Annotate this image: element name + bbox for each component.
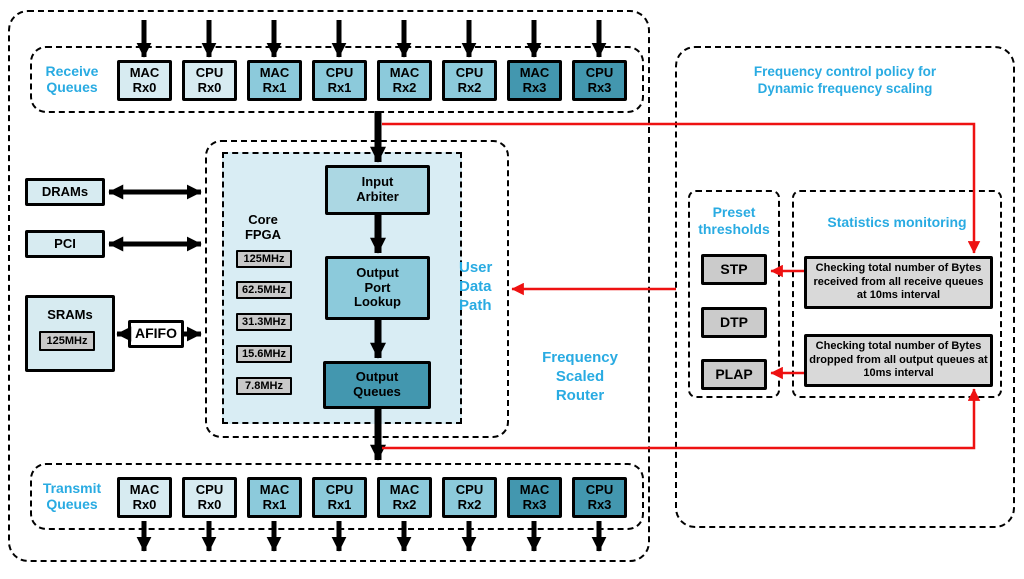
fpga-freq-125mhz: 125MHz	[236, 250, 292, 268]
bytes-dropped-check-box: Checking total number of Bytes dropped f…	[804, 334, 993, 387]
fpga-freq-62mhz: 62.5MHz	[236, 281, 292, 299]
frequency-scaled-router-region	[8, 10, 650, 562]
plap-threshold-box: PLAP	[701, 359, 767, 390]
transmit-queues-label: Transmit Queues	[42, 480, 102, 512]
preset-thresholds-label: Preset thresholds	[698, 204, 770, 237]
user-data-path-label: User Data Path	[459, 259, 493, 314]
pci-box: PCI	[25, 230, 105, 258]
bytes-received-check-box: Checking total number of Bytes received …	[804, 256, 993, 309]
user-data-path-region	[205, 140, 509, 438]
afifo-box: AFIFO	[128, 320, 184, 348]
frequency-scaled-router-label: Frequency Scaled Router	[542, 349, 618, 404]
statistics-monitoring-label: Statistics monitoring	[827, 214, 967, 230]
fpga-freq-31mhz: 31.3MHz	[236, 313, 292, 331]
frequency-control-policy-region	[675, 46, 1015, 528]
srams-box: SRAMs	[25, 295, 115, 372]
dtp-threshold-box: DTP	[701, 307, 767, 338]
stp-threshold-box: STP	[701, 254, 767, 285]
sram-frequency-box: 125MHz	[39, 331, 95, 351]
receive-queues-label: Receive Queues	[45, 63, 99, 95]
core-fpga-label: Core FPGA	[244, 212, 282, 242]
fpga-freq-7mhz: 7.8MHz	[236, 377, 292, 395]
fpga-freq-15mhz: 15.6MHz	[236, 345, 292, 363]
frequency-control-policy-title: Frequency control policy for Dynamic fre…	[753, 64, 937, 96]
drams-box: DRAMs	[25, 178, 105, 206]
